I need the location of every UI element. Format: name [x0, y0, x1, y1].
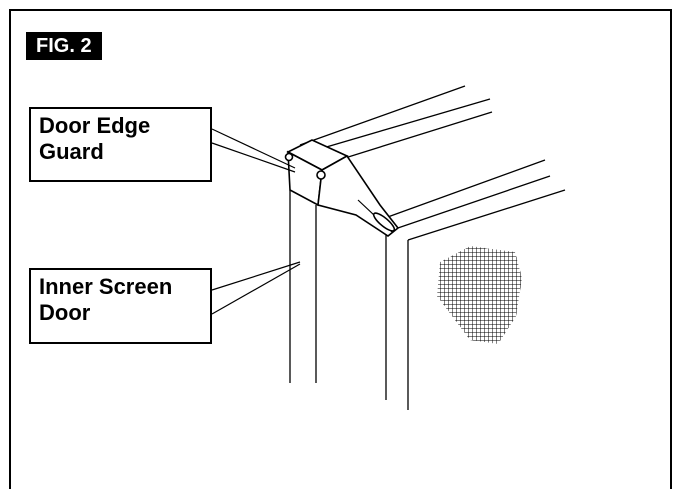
callout-inner-screen-door-line1: Inner Screen: [39, 274, 173, 299]
top-rail-inner: [322, 98, 491, 149]
callout-inner-screen-door: Inner Screen Door: [29, 268, 212, 344]
leader-edge-guard-bottom: [211, 142, 296, 173]
callout-inner-screen-door-line2: Door: [39, 300, 91, 325]
top-rail-back: [344, 111, 493, 159]
leader-screen-bottom: [211, 263, 301, 315]
door-edge-guard: [284, 139, 400, 237]
callout-door-edge-guard-line2: Guard: [39, 139, 104, 164]
top-rail-right-2: [391, 175, 551, 231]
figure-frame: [9, 9, 672, 489]
top-rail-outer: [299, 85, 466, 146]
screen-top-edge: [407, 189, 566, 241]
leader-screen-top: [211, 261, 301, 291]
screen-mesh: [437, 246, 522, 344]
figure-label: FIG. 2: [26, 32, 102, 60]
callout-door-edge-guard: Door Edge Guard: [29, 107, 212, 182]
callout-door-edge-guard-line1: Door Edge: [39, 113, 151, 138]
top-rail-right-1: [384, 159, 546, 219]
leader-edge-guard-top: [211, 128, 296, 169]
